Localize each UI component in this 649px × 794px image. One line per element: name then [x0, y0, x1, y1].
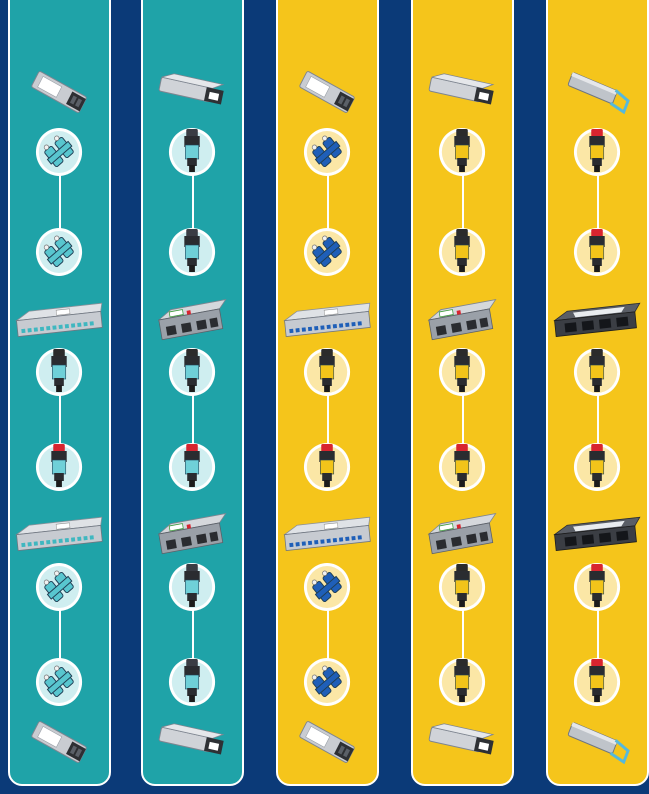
lc-duplex-connector-icon: [10, 217, 109, 287]
qsfp-transceiver-icon: [413, 707, 512, 777]
mpo-connector-yellow-icon: [413, 217, 512, 287]
mpo-connector-yellow-icon: [413, 337, 512, 407]
mpo-connector-pinned-icon: [10, 432, 109, 502]
sfp-transceiver-icon: [278, 707, 377, 777]
mpo-connector-icon: [10, 337, 109, 407]
lc-duplex-connector-blue-icon: [278, 217, 377, 287]
lc-duplex-connector-icon: [10, 117, 109, 187]
sfp-transceiver-icon: [10, 707, 109, 777]
mpo-connector-yellow-red-icon: [548, 217, 647, 287]
mpo-connector-yellow-icon: [413, 552, 512, 622]
mpo-connector-blue-icon: [143, 117, 242, 187]
mpo-connector-icon: [143, 337, 242, 407]
column-2-panel: [141, 0, 244, 786]
column-5-panel: [546, 0, 649, 786]
lc-duplex-connector-blue-icon: [278, 552, 377, 622]
mpo-connector-blue-icon: [143, 217, 242, 287]
mpo-connector-blue-icon: [143, 552, 242, 622]
lc-duplex-connector-icon: [10, 552, 109, 622]
mpo-connector-yellow-icon: [548, 337, 647, 407]
mpo-connector-yellow-pinned-icon: [548, 432, 647, 502]
mpo-connector-yellow-red-icon: [548, 117, 647, 187]
mpo-connector-pinned-icon: [143, 432, 242, 502]
mpo-connector-yellow-pinned-icon: [278, 432, 377, 502]
column-1-panel: [8, 0, 111, 786]
column-4-panel: [411, 0, 514, 786]
cfp-transceiver-icon: [548, 707, 647, 777]
lc-duplex-connector-blue-icon: [278, 117, 377, 187]
column-3-panel: [276, 0, 379, 786]
mpo-connector-yellow-pinned-icon: [413, 432, 512, 502]
mpo-connector-yellow-icon: [413, 117, 512, 187]
mpo-connector-yellow-icon: [278, 337, 377, 407]
mpo-connector-yellow-red-icon: [548, 552, 647, 622]
qsfp-transceiver-icon: [143, 707, 242, 777]
